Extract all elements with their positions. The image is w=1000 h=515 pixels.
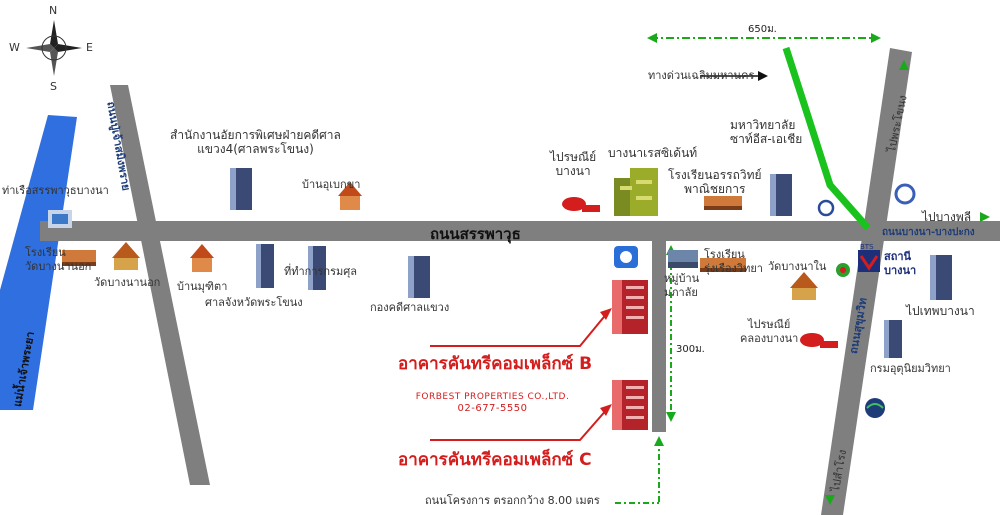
landmark-school-left: โรงเรียน วัดบางนานอก <box>25 246 92 273</box>
landmark-bts: สถานี บางนา <box>884 250 917 277</box>
road-project <box>652 240 666 432</box>
school-icon <box>700 258 746 272</box>
direction-bangphli: ไปบางพลี <box>922 210 972 224</box>
temple-icon <box>112 242 140 270</box>
residence-building-icon <box>614 168 658 216</box>
building-c-icon <box>612 380 648 430</box>
pointer-c <box>430 407 609 441</box>
building-icon <box>770 174 792 216</box>
landmark-post-bangna: ไปรษณีย์ บางนา <box>550 150 597 178</box>
distance-top-label: 650ม. <box>748 24 777 35</box>
building-icon <box>930 255 952 300</box>
school-icon <box>704 196 742 210</box>
building-icon <box>408 256 430 298</box>
post-office-icon <box>800 333 838 348</box>
road-main-label: ถนนสรรพาวุธ <box>430 225 521 243</box>
compass-north: N <box>49 4 58 17</box>
arrow-up-icon <box>654 436 664 446</box>
bank-icon <box>614 246 638 268</box>
bank-icon <box>817 199 835 217</box>
school-icon <box>62 250 96 266</box>
building-icon <box>884 320 902 358</box>
building-icon <box>256 244 274 288</box>
expressway-line <box>782 46 871 231</box>
road-bangna-label: ถนนบางนา-บางปะกง <box>882 227 975 238</box>
house-icon <box>190 244 214 272</box>
landmark-house-mutita: บ้านมุฑิตา <box>177 280 228 293</box>
arrow-icon <box>600 308 612 320</box>
arrow-left-icon <box>647 33 657 43</box>
landmark-house-upekha: บ้านอุเบกขา <box>302 178 361 191</box>
river <box>0 115 77 410</box>
arrow-right-icon <box>871 33 881 43</box>
landmark-agriculture: กรมอุตุนิยมวิทยา <box>870 362 951 375</box>
distance-side-label: 300ม. <box>676 344 705 355</box>
direction-thepbangna: ไปเทพบางนา <box>906 304 975 318</box>
landmark-temple-right: วัดบางนาใน <box>768 260 827 273</box>
temple-icon <box>790 272 818 300</box>
pointer-b <box>430 311 609 347</box>
landmark-bangna-residence: บางนาเรสซิเด้นท์ <box>608 146 698 160</box>
landmark-school-banna: โรงเรียนอรรถวิทย์ พาณิชยการ <box>668 168 762 196</box>
arrow-down-icon <box>825 495 835 505</box>
bank-icon <box>865 398 885 418</box>
landmark-village: หมู่บ้าน มภาลัย <box>664 272 700 299</box>
landmark-pier: ท่าเรือสรรพาวุธบางนา <box>2 184 109 197</box>
landmark-registry: ที่ทำการกรมศุล <box>284 265 357 278</box>
compass-west: W <box>9 41 20 54</box>
compass-icon <box>26 20 82 76</box>
arrow-up-icon <box>899 60 909 70</box>
road-pu-chao <box>110 85 210 485</box>
company-phone: 02-677-5550 <box>457 403 528 414</box>
landmark-post-right: ไปรษณีย์ คลองบางนา <box>740 318 799 345</box>
bts-icon <box>858 250 880 272</box>
arrow-right-icon <box>980 212 990 222</box>
bts-tag: BTS <box>860 243 874 251</box>
building-b-label: อาคารคันทรีคอมเพล็กซ์ B <box>398 354 593 374</box>
landmark-expressway: ทางด่วนเฉลิมมหานคร <box>648 69 755 82</box>
compass-east: E <box>86 41 93 54</box>
house-icon <box>338 182 362 210</box>
village-icon <box>668 250 698 268</box>
landmark-school-right: โรงเรียน รุ่งเรืองวิทยา <box>704 248 763 275</box>
bank-icon <box>894 183 916 205</box>
arrow-icon <box>600 404 612 416</box>
building-icon <box>308 246 326 290</box>
company-info: FORBEST PROPERTIES CO.,LTD. 02-677-5550 <box>405 392 580 414</box>
road-sukhumvit <box>821 48 912 515</box>
landmark-university: มหาวิทยาลัย ซาท์อีส-เอเชีย <box>730 118 803 146</box>
arrow-down-icon <box>666 412 676 422</box>
project-road-label: ถนนโครงการ ตรอกกว้าง 8.00 เมตร <box>425 494 600 507</box>
building-b-icon <box>612 280 648 334</box>
building-icon <box>230 168 252 210</box>
post-office-icon <box>562 197 600 212</box>
landmark-temple-left: วัดบางนานอก <box>94 276 161 289</box>
arrow-right-icon <box>758 71 768 81</box>
pier-icon <box>48 210 72 228</box>
building-c-label: อาคารคันทรีคอมเพล็กซ์ C <box>398 450 592 470</box>
landmark-court-pk: ศาลจังหวัดพระโขนง <box>205 296 303 309</box>
bank-icon <box>836 263 850 277</box>
landmark-court-office: สำนักงานอัยการพิเศษฝ่ายคดีศาล แขวง4(ศาลพ… <box>170 128 341 156</box>
road-main <box>40 221 1000 241</box>
landmark-court-district: กองคดีศาลแขวง <box>370 301 450 314</box>
company-name: FORBEST PROPERTIES CO.,LTD. <box>415 392 570 402</box>
compass-south: S <box>50 80 57 93</box>
